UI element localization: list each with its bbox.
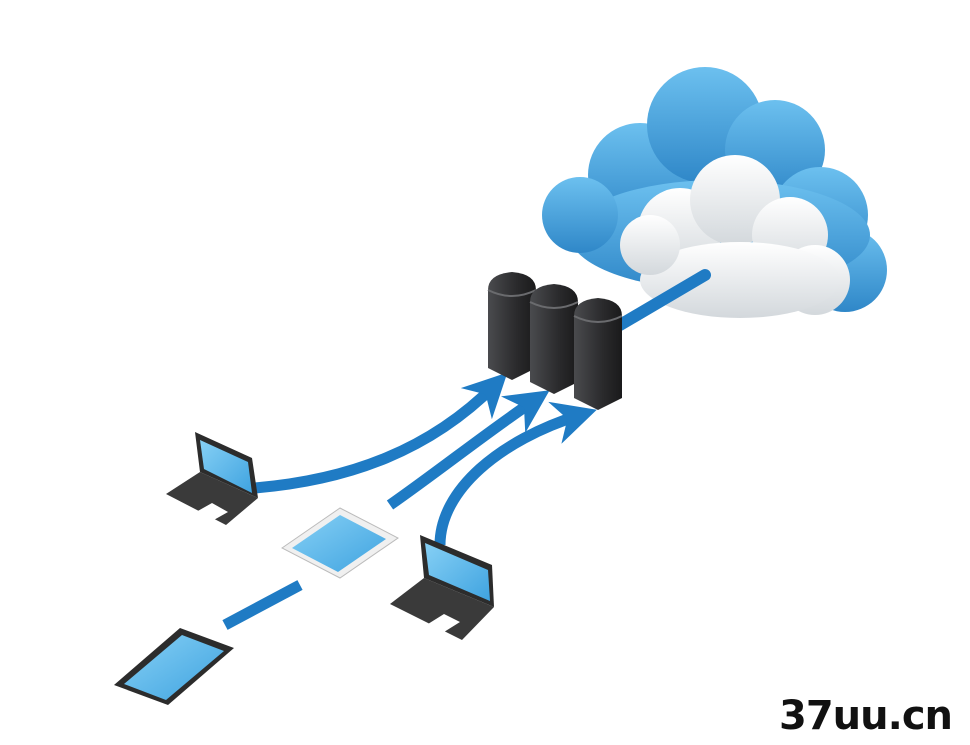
cloud-icon [542,67,887,318]
watermark-logo: 37uu.cn [779,693,953,739]
server-icon [529,284,579,394]
arrow-icon [254,372,508,494]
data-flow-arrows [222,372,597,630]
phone-icon [114,628,234,705]
cloud-link-line [614,269,711,331]
tablet-icon [281,507,399,579]
arrow-icon [222,580,303,630]
arrow-icon [386,390,550,510]
laptop-icon [166,432,258,525]
server-icon [573,298,623,410]
server-icon [487,272,537,380]
arrow-icon [434,401,597,546]
server-rack [487,272,623,410]
laptop-icon [390,535,494,640]
